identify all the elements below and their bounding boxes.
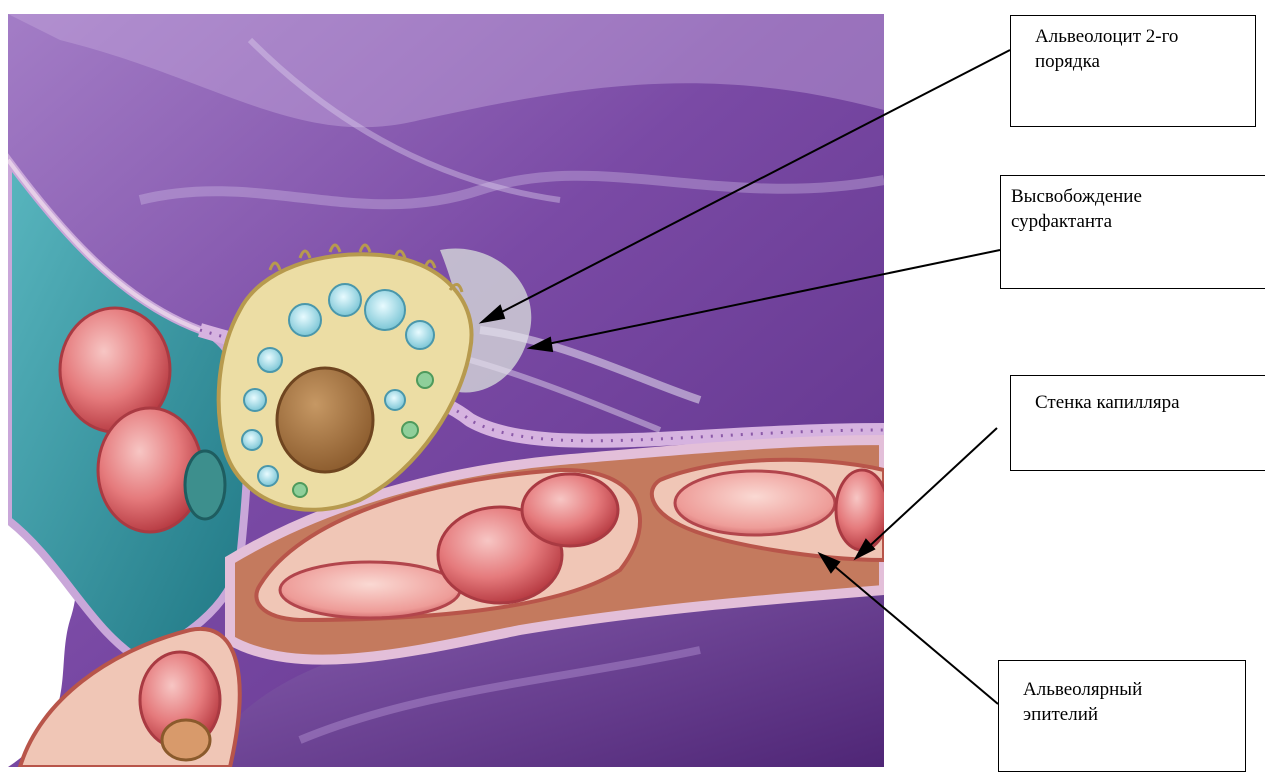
- erythrocyte: [836, 470, 888, 550]
- label-type2-alveolocyte: Альвеолоцит 2-го порядка: [1010, 15, 1256, 127]
- label-surfactant-release: Высвобождение сурфактанта: [1000, 175, 1265, 289]
- label-alveolar-epithelium: Альвеолярный эпителий: [998, 660, 1246, 772]
- label-capillary-wall: Стенка капилляра: [1010, 375, 1265, 471]
- erythrocyte: [280, 562, 460, 618]
- erythrocyte: [675, 471, 835, 535]
- erythrocyte: [522, 474, 618, 546]
- illustration-frame: [8, 14, 888, 767]
- nucleus: [277, 368, 373, 472]
